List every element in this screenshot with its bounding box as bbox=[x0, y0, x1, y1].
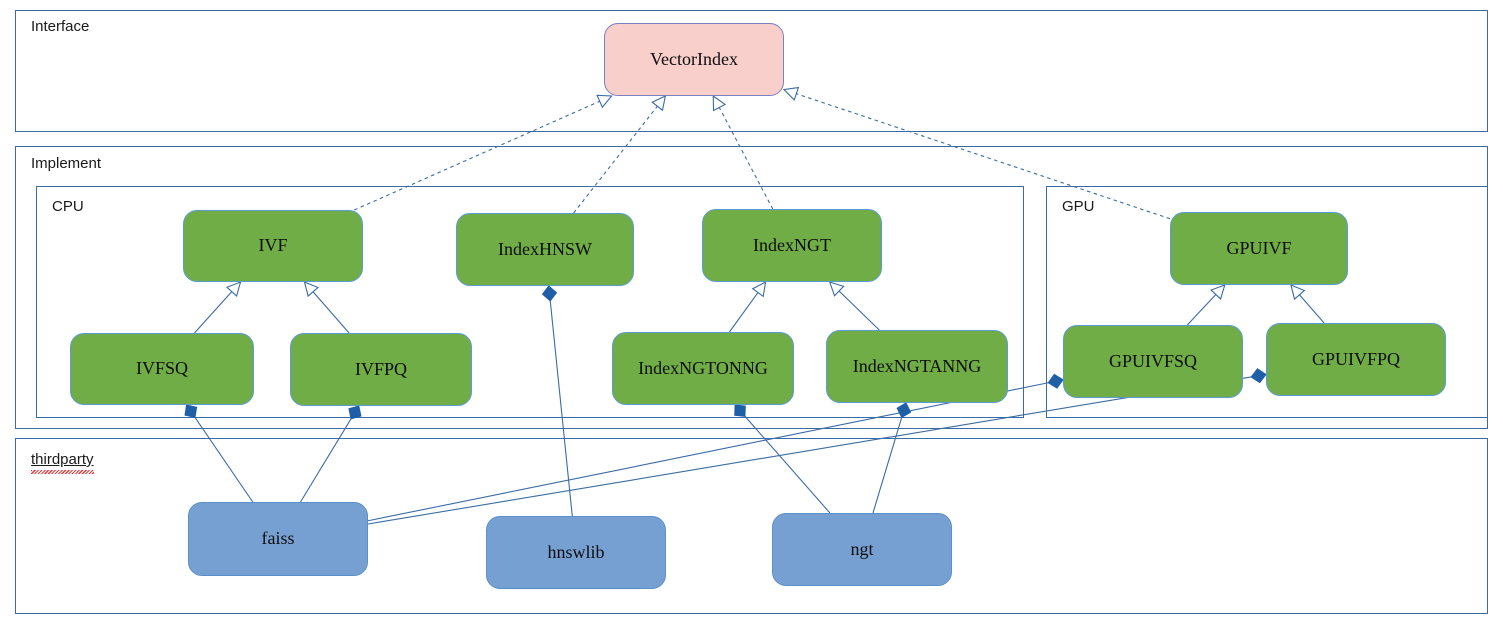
class-node-ivf[interactable]: IVF bbox=[183, 210, 363, 282]
group-label-thirdparty: thirdparty bbox=[31, 451, 94, 468]
class-node-ivfsq[interactable]: IVFSQ bbox=[70, 333, 254, 405]
spellcheck-squiggle-icon bbox=[31, 470, 94, 474]
class-node-label: faiss bbox=[261, 528, 295, 549]
class-node-hnswlib[interactable]: hnswlib bbox=[486, 516, 666, 589]
class-node-label: GPUIVF bbox=[1226, 237, 1292, 258]
class-node-label: IndexNGTONNG bbox=[638, 357, 768, 378]
group-label-interface: Interface bbox=[31, 18, 90, 35]
class-node-label: IndexNGTANNG bbox=[852, 355, 982, 376]
class-node-label: VectorIndex bbox=[650, 48, 738, 69]
class-node-label: IndexNGT bbox=[753, 234, 831, 255]
class-node-label: ngt bbox=[850, 538, 874, 559]
class-node-label: hnswlib bbox=[547, 541, 605, 562]
class-node-indexngtonng[interactable]: IndexNGTONNG bbox=[612, 332, 794, 405]
class-node-indexngt[interactable]: IndexNGT bbox=[702, 209, 882, 282]
class-node-label: GPUIVFPQ bbox=[1311, 348, 1401, 369]
group-label-gpu: GPU bbox=[1062, 198, 1095, 215]
group-label-implement: Implement bbox=[31, 155, 102, 172]
class-node-gpuivf[interactable]: GPUIVF bbox=[1170, 212, 1348, 285]
class-node-label: IVFPQ bbox=[354, 358, 407, 379]
group-label-cpu: CPU bbox=[52, 198, 84, 215]
class-node-ngt[interactable]: ngt bbox=[772, 513, 952, 586]
class-node-label: IVFSQ bbox=[135, 358, 188, 379]
class-node-label: IndexHNSW bbox=[498, 238, 592, 259]
class-node-gpuivfsq[interactable]: GPUIVFSQ bbox=[1063, 325, 1243, 398]
group-gpu bbox=[1046, 186, 1488, 418]
class-node-indexngtanng[interactable]: IndexNGTANNG bbox=[826, 330, 1008, 403]
class-node-vectorindex[interactable]: VectorIndex bbox=[604, 23, 784, 96]
class-node-gpuivfpq[interactable]: GPUIVFPQ bbox=[1266, 323, 1446, 396]
class-node-label: GPUIVFSQ bbox=[1108, 350, 1198, 371]
class-node-faiss[interactable]: faiss bbox=[188, 502, 368, 576]
class-node-ivfpq[interactable]: IVFPQ bbox=[290, 333, 472, 406]
class-node-indexhnsw[interactable]: IndexHNSW bbox=[456, 213, 634, 286]
class-node-label: IVF bbox=[258, 235, 288, 256]
